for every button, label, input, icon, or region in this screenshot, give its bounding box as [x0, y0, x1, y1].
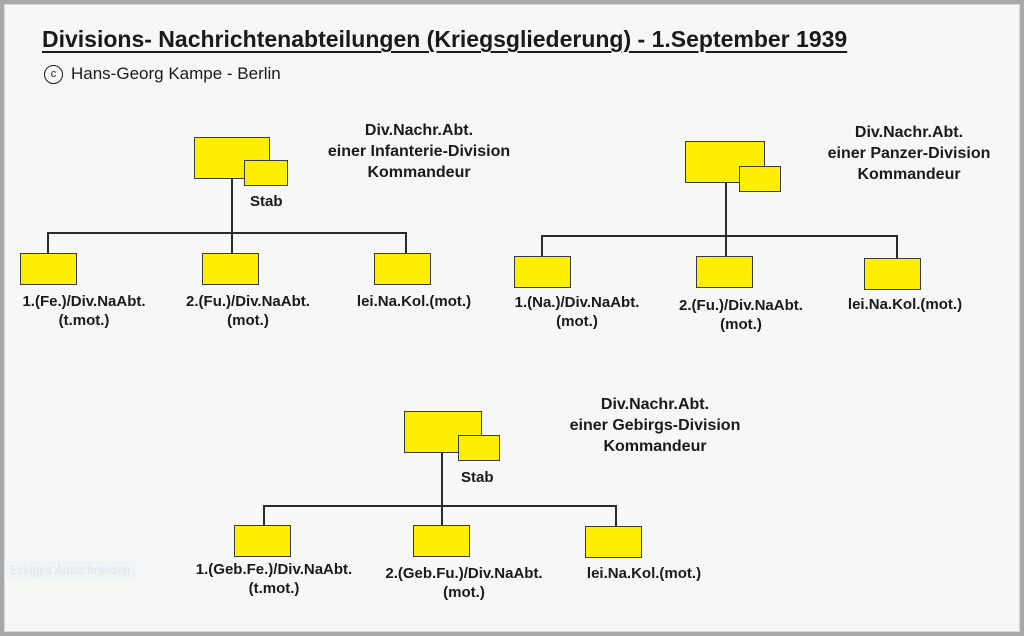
- panzer-unit-2-name: 2.(Fu.)/Div.NaAbt.: [679, 297, 803, 314]
- infantry-branch-line: [47, 232, 406, 234]
- gebirgs-unit-3-label: lei.Na.Kol.(mot.): [579, 564, 709, 583]
- gebirgs-unit-1-mode: (t.mot.): [248, 580, 300, 597]
- gebirgs-drop-1: [263, 505, 265, 527]
- infantry-unit-2-name: 2.(Fu.)/Div.NaAbt.: [186, 293, 310, 310]
- gebirgs-unit-2-mode: (mot.): [443, 584, 485, 601]
- infantry-unit-1-box: [20, 253, 77, 285]
- panzer-unit-3-label: lei.Na.Kol.(mot.): [840, 295, 970, 314]
- gebirgs-unit-1-box: [234, 525, 291, 557]
- gebirgs-unit-1-label: 1.(Geb.Fe.)/Div.NaAbt. (t.mot.): [174, 560, 374, 598]
- gebirgs-drop-3: [615, 505, 617, 527]
- gebirgs-stab-box: [458, 435, 500, 461]
- infantry-unit-2-box: [202, 253, 259, 285]
- panzer-unit-1-label: 1.(Na.)/Div.NaAbt. (mot.): [502, 293, 652, 331]
- infantry-unit-1-name: 1.(Fe.)/Div.NaAbt.: [22, 293, 146, 310]
- infantry-stab-box: [244, 160, 288, 186]
- panzer-unit-1-name: 1.(Na.)/Div.NaAbt.: [514, 294, 640, 311]
- panzer-header-line-1: Div.Nachr.Abt.: [854, 124, 964, 141]
- infantry-unit-2-mode: (mot.): [227, 312, 269, 329]
- infantry-drop-3: [405, 232, 407, 254]
- infantry-stab-label: Stab: [250, 193, 283, 210]
- gebirgs-branch-line: [263, 505, 616, 507]
- panzer-header: Div.Nachr.Abt. einer Panzer-Division Kom…: [794, 122, 1024, 185]
- infantry-unit-1-label: 1.(Fe.)/Div.NaAbt. (t.mot.): [9, 292, 159, 330]
- copyright-icon: c: [44, 64, 63, 84]
- gebirgs-unit-2-box: [413, 525, 470, 557]
- snip-tool-watermark: Eckiges Ausschneiden: [4, 561, 137, 579]
- panzer-drop-3: [896, 235, 898, 259]
- gebirgs-unit-2-name: 2.(Geb.Fu.)/Div.NaAbt.: [385, 565, 543, 582]
- gebirgs-unit-2-label: 2.(Geb.Fu.)/Div.NaAbt. (mot.): [364, 564, 564, 602]
- infantry-drop-1: [47, 232, 49, 254]
- panzer-unit-3-box: [864, 258, 921, 290]
- infantry-unit-2-label: 2.(Fu.)/Div.NaAbt. (mot.): [173, 292, 323, 330]
- gebirgs-header-line-3: Kommandeur: [603, 438, 707, 455]
- infantry-header-line-2: einer Infanterie-Division: [327, 143, 511, 160]
- panzer-unit-2-box: [696, 256, 753, 288]
- infantry-unit-1-mode: (t.mot.): [58, 312, 110, 329]
- panzer-unit-1-mode: (mot.): [556, 313, 598, 330]
- panzer-header-line-3: Kommandeur: [857, 166, 961, 183]
- gebirgs-trunk-line: [441, 453, 443, 527]
- infantry-trunk-line: [231, 179, 233, 254]
- infantry-unit-3-box: [374, 253, 431, 285]
- panzer-unit-2-mode: (mot.): [720, 316, 762, 333]
- panzer-drop-1: [541, 235, 543, 257]
- gebirgs-header-line-1: Div.Nachr.Abt.: [600, 396, 710, 413]
- panzer-branch-line: [541, 235, 898, 237]
- infantry-header-line-1: Div.Nachr.Abt.: [364, 122, 474, 139]
- panzer-trunk-line: [725, 183, 727, 257]
- panzer-stab-box: [739, 166, 781, 192]
- gebirgs-unit-1-name: 1.(Geb.Fe.)/Div.NaAbt.: [195, 561, 353, 578]
- gebirgs-stab-label: Stab: [461, 469, 494, 486]
- infantry-header-line-3: Kommandeur: [367, 164, 471, 181]
- gebirgs-header-line-2: einer Gebirgs-Division: [569, 417, 741, 434]
- panzer-unit-1-box: [514, 256, 571, 288]
- gebirgs-unit-3-name: lei.Na.Kol.(mot.): [586, 565, 702, 582]
- panzer-unit-2-label: 2.(Fu.)/Div.NaAbt. (mot.): [666, 296, 816, 334]
- gebirgs-header: Div.Nachr.Abt. einer Gebirgs-Division Ko…: [540, 394, 770, 457]
- copyright-line: c Hans-Georg Kampe - Berlin: [44, 64, 281, 84]
- infantry-unit-3-label: lei.Na.Kol.(mot.): [349, 292, 479, 311]
- gebirgs-unit-3-box: [585, 526, 642, 558]
- diagram-page: Divisions- Nachrichtenabteilungen (Krieg…: [4, 4, 1020, 632]
- infantry-unit-3-name: lei.Na.Kol.(mot.): [356, 293, 472, 310]
- infantry-header: Div.Nachr.Abt. einer Infanterie-Division…: [304, 120, 534, 183]
- page-title: Divisions- Nachrichtenabteilungen (Krieg…: [42, 26, 848, 52]
- panzer-unit-3-name: lei.Na.Kol.(mot.): [847, 296, 963, 313]
- panzer-header-line-2: einer Panzer-Division: [827, 145, 991, 162]
- copyright-text: Hans-Georg Kampe - Berlin: [71, 64, 281, 83]
